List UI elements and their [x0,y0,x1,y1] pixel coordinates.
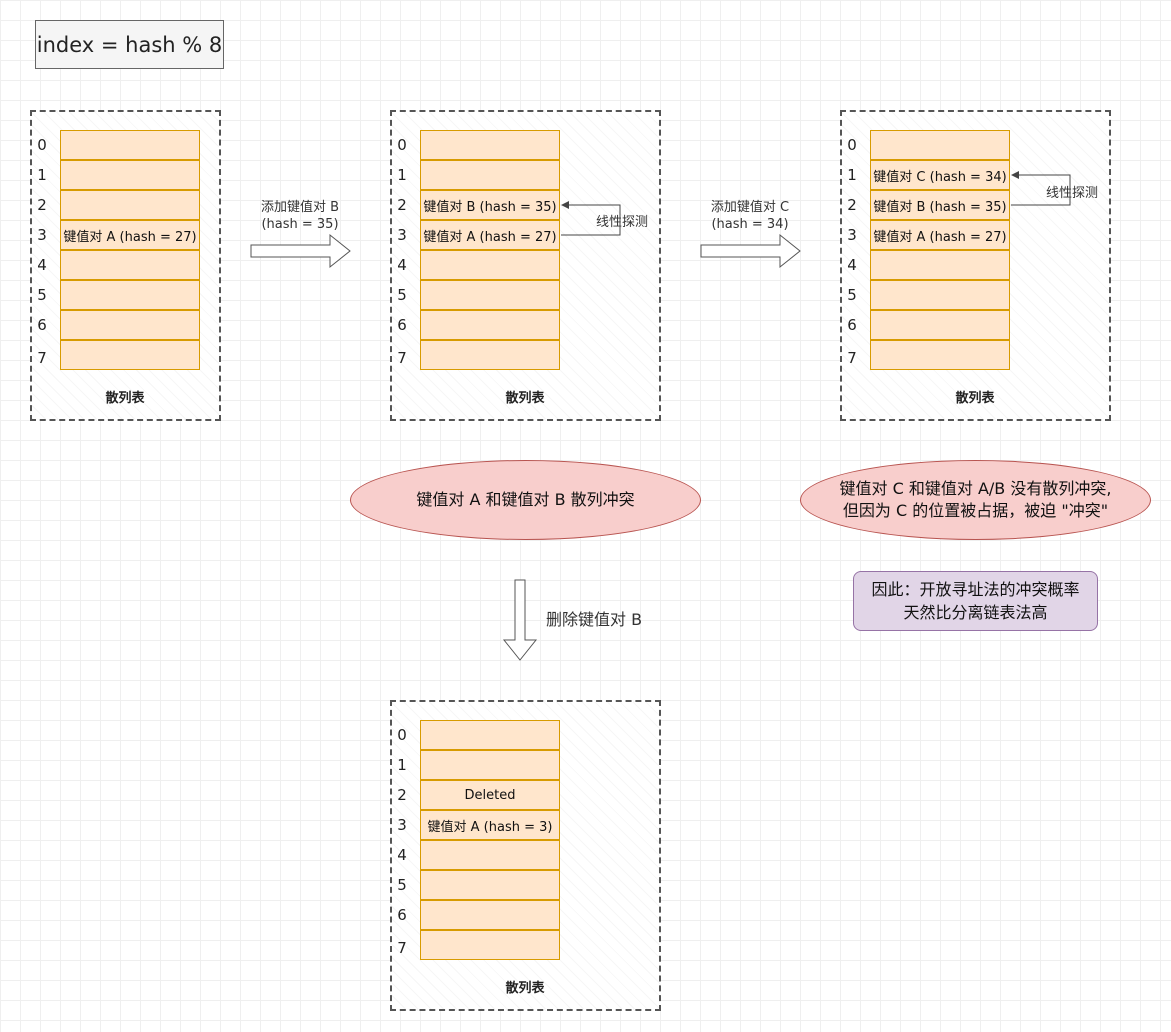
add-b-label-line1: 添加键值对 B [260,200,340,215]
slot-index: 2 [37,196,47,214]
slot-index: 7 [397,349,407,367]
add-c-arrow [700,233,801,269]
add-c-label-line1: 添加键值对 C [710,200,790,215]
slot-index: 5 [397,286,407,304]
table-caption-4: 散列表 [505,981,545,996]
hash-slot [870,340,1010,370]
slot-index: 0 [37,136,47,154]
linear-probe-label-2: 线性探测 [1046,186,1099,201]
probe-connector-2 [1011,174,1071,206]
slot-index: 4 [397,846,407,864]
hash-slot [60,130,200,160]
collision-c-note: 键值对 C 和键值对 A/B 没有散列冲突, 但因为 C 的位置被占据，被迫 "… [800,460,1151,540]
slot-index: 3 [37,226,47,244]
hash-slot: 键值对 A (hash = 3) [420,810,560,840]
slot-index: 5 [37,286,47,304]
delete-b-arrow [502,579,538,661]
collision-c-line1: 键值对 C 和键值对 A/B 没有散列冲突, [839,479,1112,498]
hash-slot [60,340,200,370]
linear-probe-label-1: 线性探测 [596,215,649,230]
hash-slot: 键值对 C (hash = 34) [870,160,1010,190]
add-c-label: 添加键值对 C (hash = 34) [690,199,810,233]
slot-index: 0 [397,136,407,154]
slot-index: 1 [847,166,857,184]
hash-slot [420,870,560,900]
hash-slot [60,250,200,280]
conclusion-note: 因此：开放寻址法的冲突概率 天然比分离链表法高 [853,571,1098,631]
slot-index: 5 [847,286,857,304]
hash-slot [420,750,560,780]
hash-slot [420,160,560,190]
slot-index: 4 [847,256,857,274]
formula-box: index = hash % 8 [35,20,224,69]
add-b-label-line2: (hash = 35) [261,217,339,232]
slot-index: 3 [397,226,407,244]
slot-index: 6 [37,316,47,334]
add-c-label-line2: (hash = 34) [711,217,789,232]
probe-arrowhead-2 [1011,171,1019,179]
hash-slot [60,190,200,220]
hash-slot: 键值对 B (hash = 35) [870,190,1010,220]
hash-slot [60,280,200,310]
hash-slot [60,160,200,190]
conclusion-line1: 因此：开放寻址法的冲突概率 [871,580,1080,599]
hash-slot: 键值对 A (hash = 27) [60,220,200,250]
hash-slot [420,720,560,750]
slot-index: 2 [397,196,407,214]
slot-index: 2 [397,786,407,804]
table-caption-1: 散列表 [105,391,145,406]
hash-slot [60,310,200,340]
hash-slot: 键值对 A (hash = 27) [420,220,560,250]
table-caption-3: 散列表 [955,391,995,406]
probe-connector-1 [561,204,621,236]
table-caption-2: 散列表 [505,391,545,406]
hash-slot [870,130,1010,160]
slot-index: 0 [397,726,407,744]
hash-slot [870,250,1010,280]
collision-c-line2: 但因为 C 的位置被占据，被迫 "冲突" [842,501,1109,520]
collision-ab-note: 键值对 A 和键值对 B 散列冲突 [350,460,701,540]
slot-index: 3 [397,816,407,834]
hash-slot [420,310,560,340]
slot-index: 7 [37,349,47,367]
delete-b-label: 删除键值对 B [546,610,643,629]
hash-slot [420,280,560,310]
slot-index: 3 [847,226,857,244]
slot-index: 1 [397,756,407,774]
hash-slot [870,280,1010,310]
hash-slot [420,250,560,280]
slot-index: 7 [847,349,857,367]
hash-slot [420,900,560,930]
hash-slot: 键值对 B (hash = 35) [420,190,560,220]
conclusion-line2: 天然比分离链表法高 [903,603,1048,622]
slot-index: 4 [397,256,407,274]
slot-index: 0 [847,136,857,154]
slot-index: 1 [397,166,407,184]
slot-index: 6 [397,906,407,924]
hash-slot: Deleted [420,780,560,810]
hash-slot: 键值对 A (hash = 27) [870,220,1010,250]
slot-index: 1 [37,166,47,184]
add-b-arrow [250,233,351,269]
hash-slot [420,840,560,870]
hash-slot [420,130,560,160]
slot-index: 6 [397,316,407,334]
collision-ab-text: 键值对 A 和键值对 B 散列冲突 [416,490,635,509]
slot-index: 2 [847,196,857,214]
slot-index: 7 [397,939,407,957]
slot-index: 5 [397,876,407,894]
hash-slot [420,930,560,960]
hash-slot [870,310,1010,340]
probe-arrowhead-1 [561,201,569,209]
slot-index: 6 [847,316,857,334]
hash-slot [420,340,560,370]
add-b-label: 添加键值对 B (hash = 35) [240,199,360,233]
slot-index: 4 [37,256,47,274]
